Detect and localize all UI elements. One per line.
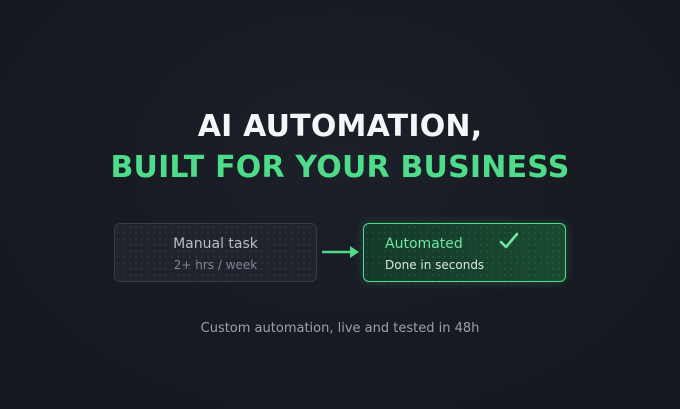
caption-text: Custom automation, live and tested in 48… <box>200 321 480 336</box>
manual-task-card: Manual task 2+ hrs / week <box>114 223 317 282</box>
automated-subtitle: Done in seconds <box>385 258 485 272</box>
checkmark-icon <box>499 232 519 249</box>
manual-task-title: Manual task <box>173 236 258 252</box>
right-arrow-icon <box>322 246 359 258</box>
headline-line-2: BUILT FOR YOUR BUSINESS <box>110 150 570 185</box>
headline-line-1: AI AUTOMATION, <box>197 109 483 144</box>
manual-task-subtitle: 2+ hrs / week <box>173 258 258 272</box>
automated-title: Automated <box>385 236 463 252</box>
automated-card: Automated Done in seconds <box>363 223 566 282</box>
